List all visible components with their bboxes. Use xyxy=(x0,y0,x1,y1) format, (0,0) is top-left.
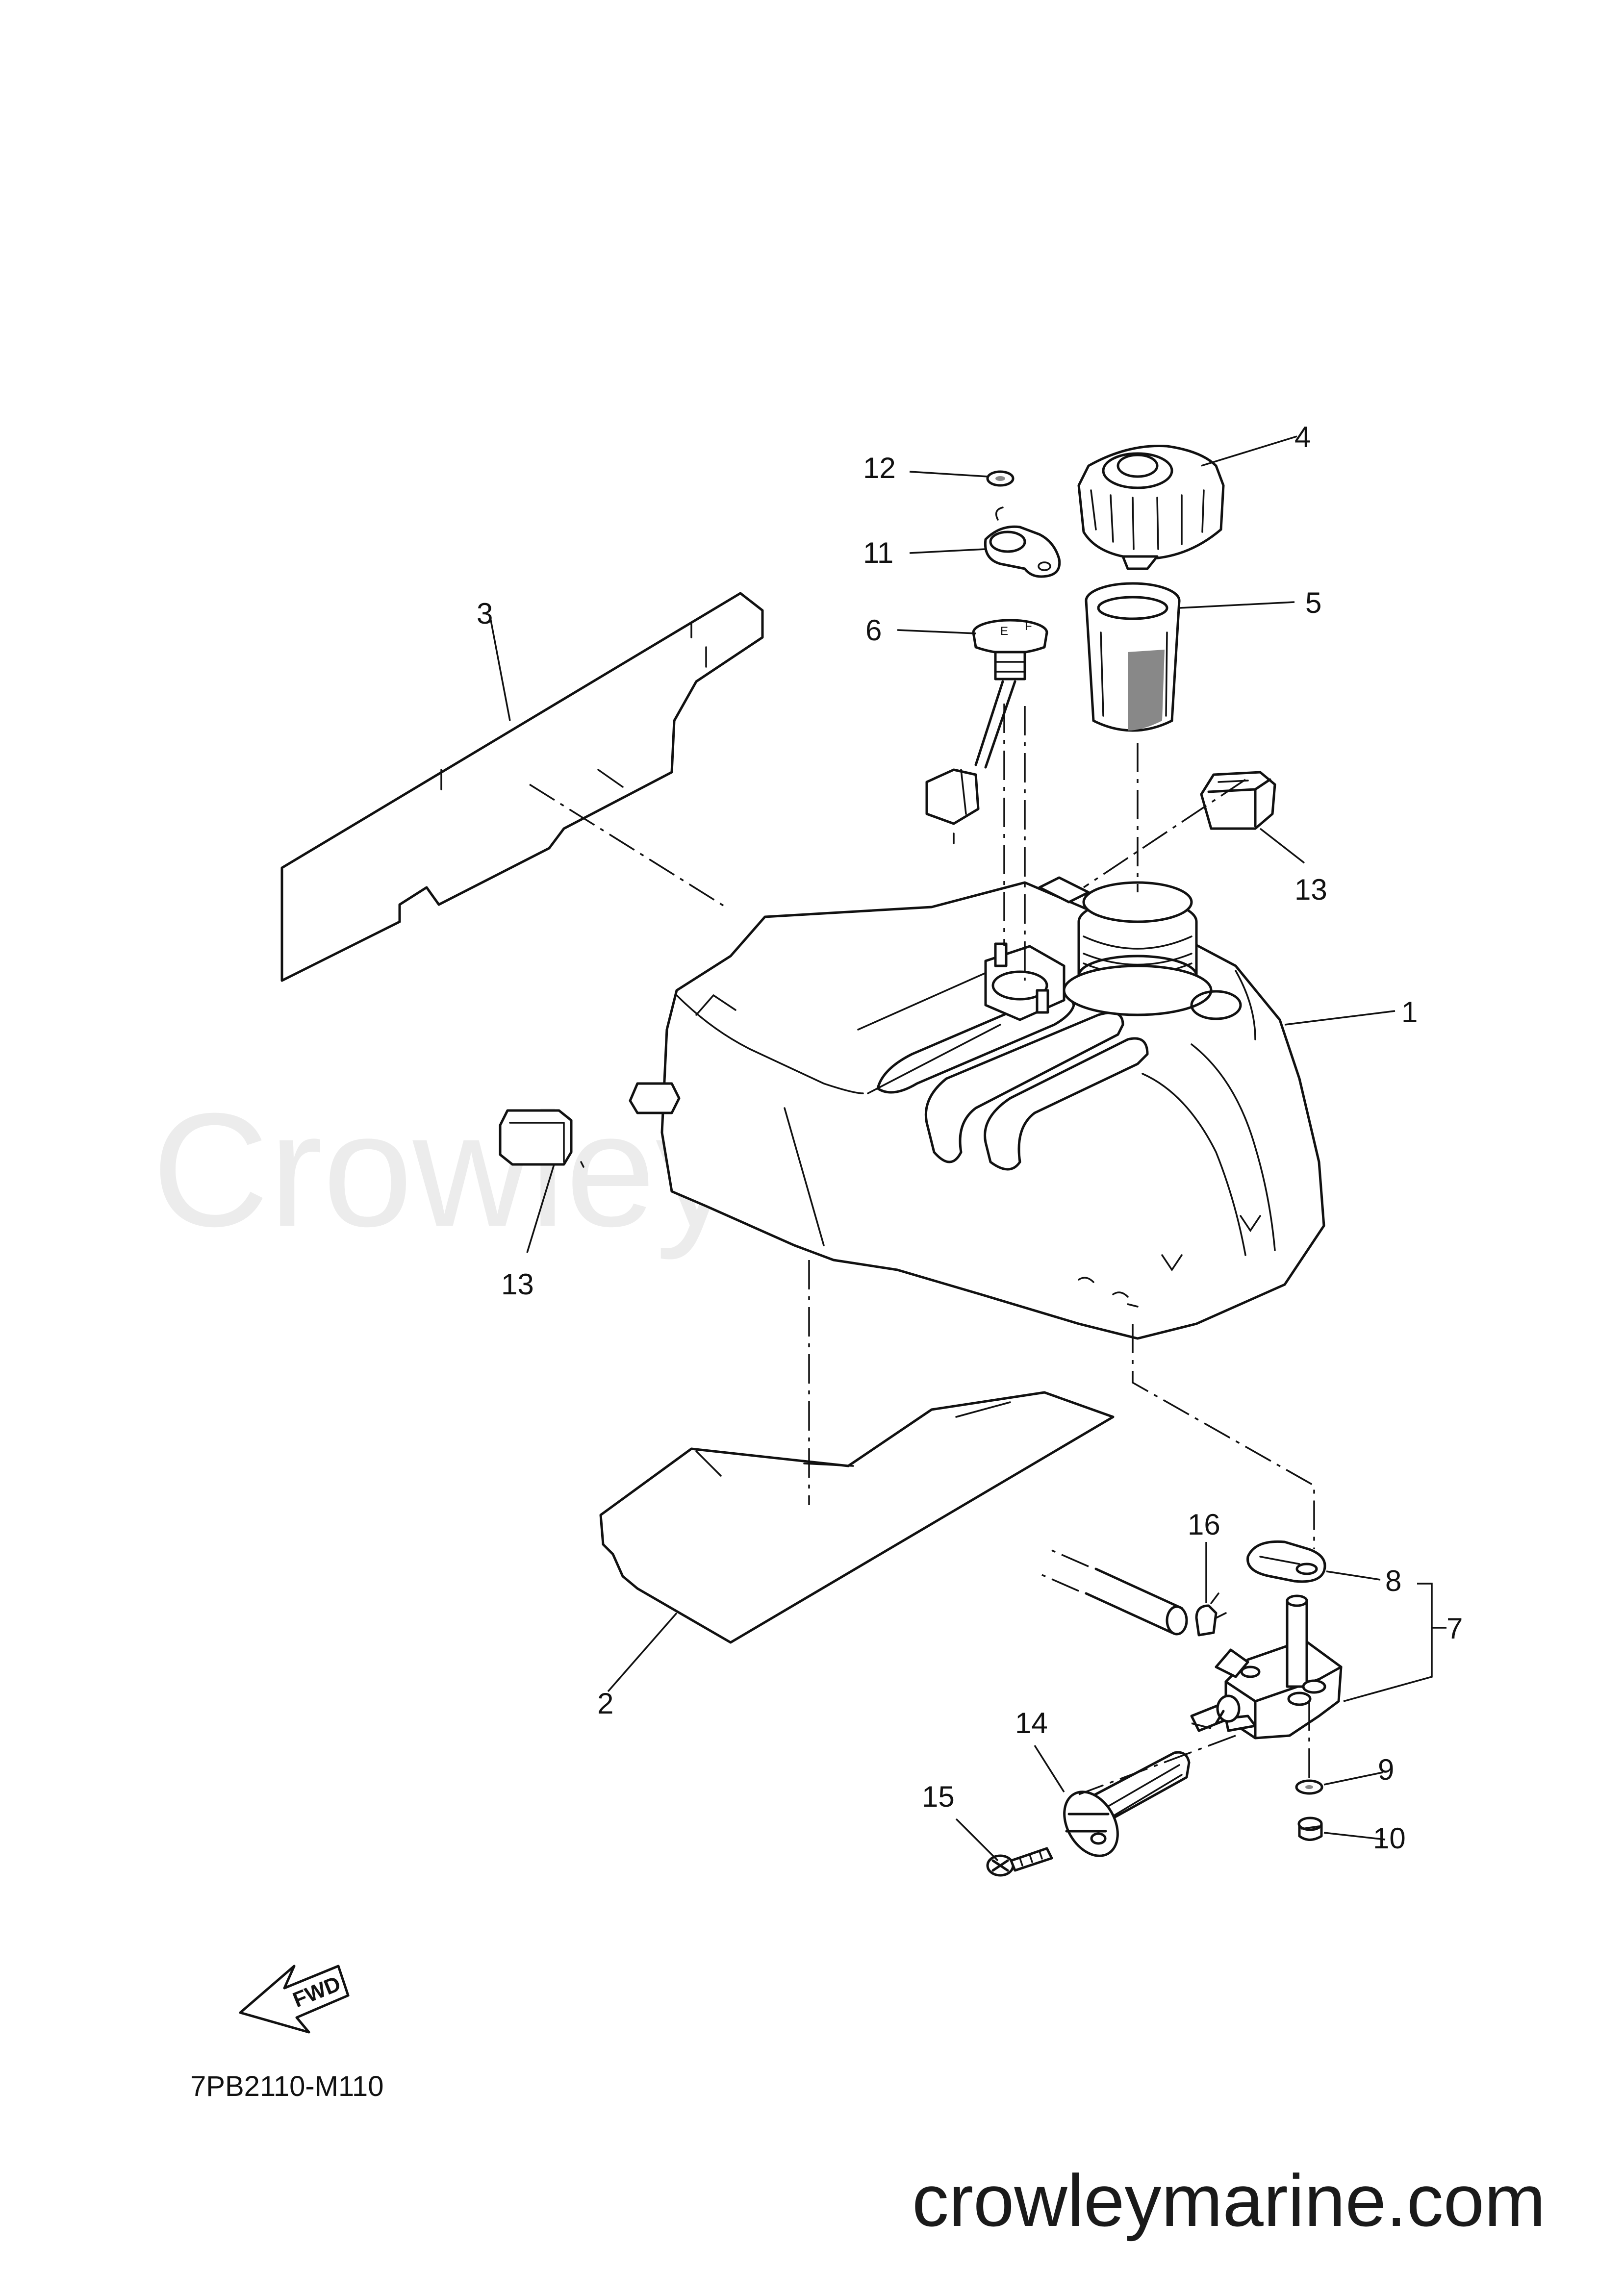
callout-8: 8 xyxy=(1385,1564,1401,1597)
callout-5: 5 xyxy=(1305,586,1321,619)
callout-13-lower: 13 xyxy=(501,1268,534,1301)
callout-12: 12 xyxy=(863,452,896,484)
callout-4: 4 xyxy=(1294,421,1311,454)
sender-gasket xyxy=(984,506,1061,578)
shield-plate-lower xyxy=(599,1391,1115,1644)
callouts: 1 2 3 4 5 6 7 8 9 10 11 12 13 13 14 15 1… xyxy=(477,421,1463,1855)
callout-3: 3 xyxy=(477,597,493,630)
svg-text:F: F xyxy=(1025,620,1032,633)
petcock-gasket xyxy=(1246,1540,1326,1583)
fuel-gauge-sender: E F xyxy=(925,619,1048,844)
callout-1: 1 xyxy=(1401,996,1418,1029)
washer-12 xyxy=(986,470,1015,487)
leader-lines xyxy=(489,435,1446,1862)
callout-16: 16 xyxy=(1188,1508,1220,1541)
site-url: crowleymarine.com xyxy=(912,2159,1546,2242)
svg-text:E: E xyxy=(1000,625,1008,638)
callout-6: 6 xyxy=(865,614,882,647)
callout-10: 10 xyxy=(1373,1822,1406,1855)
rubber-cushion-upper xyxy=(1200,771,1276,830)
callout-13-upper: 13 xyxy=(1294,873,1327,906)
fuel-tank xyxy=(660,876,1325,1340)
callout-14: 14 xyxy=(1015,1707,1048,1740)
diagram-code: 7PB2110-M110 xyxy=(190,2070,383,2102)
callout-9: 9 xyxy=(1378,1753,1394,1786)
shield-plate-upper xyxy=(280,592,764,982)
alignment-lines xyxy=(529,704,1315,1795)
fuel-cap xyxy=(1077,445,1225,570)
rubber-cushion-lower xyxy=(499,1082,681,1168)
screw-15 xyxy=(986,1847,1053,1877)
fuel-hose xyxy=(1039,1548,1188,1636)
hose-clamp xyxy=(1195,1592,1227,1637)
fwd-arrow-icon: FWD xyxy=(239,1965,350,2034)
callout-2: 2 xyxy=(597,1687,613,1720)
callout-7: 7 xyxy=(1446,1612,1463,1645)
fuel-cock-assembly xyxy=(1190,1594,1343,1740)
fuel-strainer xyxy=(1085,582,1181,732)
washer-9 xyxy=(1295,1779,1323,1795)
callout-15: 15 xyxy=(922,1780,955,1813)
bolt-10 xyxy=(1297,1817,1323,1841)
fuel-cock-knob xyxy=(1063,1751,1191,1857)
callout-11: 11 xyxy=(863,536,893,569)
